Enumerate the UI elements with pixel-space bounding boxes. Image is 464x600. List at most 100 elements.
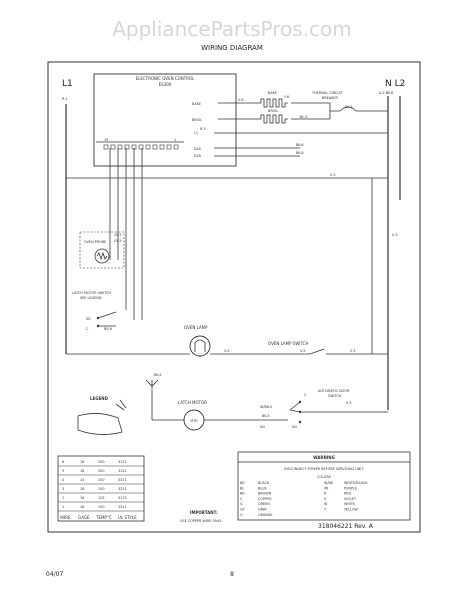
terminal-dlb-label: DLB: [194, 147, 201, 151]
thermal-breaker-label-line1: THERMAL CIRCUIT: [311, 91, 344, 95]
wire-table-cell: 150: [98, 505, 104, 509]
wire-table-cell: 2: [62, 496, 64, 500]
door-switch-node-no: [298, 420, 302, 424]
wire-label: V-3: [392, 233, 398, 237]
wire-table-cell: 3122: [118, 469, 127, 473]
wire-label: BK-6: [296, 143, 304, 147]
colors-table-cell: BR: [240, 492, 245, 496]
legend-latch-terminals: [115, 399, 127, 411]
thermal-breaker-label-line2: BREAKER: [322, 96, 339, 100]
wire-table-cell: 14: [80, 478, 84, 482]
colors-table-cell: VIOLET: [344, 497, 357, 501]
wire-label: C: [86, 327, 89, 331]
colors-table-cell: BK: [240, 481, 245, 485]
door-switch-contacts: [289, 401, 301, 413]
oven-lamp-label: OVEN LAMP: [184, 325, 208, 330]
colors-table-cell: GRAY: [258, 508, 268, 512]
wire-table-cell: 3321: [118, 478, 127, 482]
oven-lamp-switch-label: OVEN LAMP SWITCH: [268, 341, 308, 346]
diagram-title: WIRING DIAGRAM: [201, 44, 263, 52]
colors-table-cell: V: [324, 497, 327, 501]
control-title: ELECTRONIC OVEN CONTROL: [136, 76, 196, 81]
terminal-broil-label: BROIL: [192, 118, 202, 122]
warning-title: WARNING: [313, 455, 335, 460]
important-text: USE COPPER WIRE ONLY.: [180, 519, 222, 523]
wire-label: C: [304, 393, 307, 397]
wire-label: BK-5: [345, 105, 353, 109]
door-switch-label: AUTOMATIC DOOR SWITCH: [318, 389, 350, 398]
wire-label: NO: [260, 425, 266, 429]
control-pin: [166, 144, 172, 150]
colors-table-cell: R: [324, 492, 327, 496]
colors-table-cell: BROWN: [258, 492, 272, 496]
warning-box: [237, 451, 411, 521]
colors-table-cell: RED: [344, 492, 351, 496]
terminal-l1-label: L1: [194, 131, 198, 135]
control-pin: [152, 144, 158, 150]
oven-lamp: [189, 335, 211, 357]
control-model: ES300: [159, 82, 172, 87]
control-pin: [138, 144, 144, 150]
wire-label: Y-6: [284, 95, 289, 99]
watermark-text: AppliancePartsPros.com: [112, 17, 352, 41]
wire-label: R-1: [200, 127, 206, 131]
colors-table-cell: W: [324, 502, 328, 506]
diagram-frame: [47, 61, 421, 533]
door-switch-label-line2: SWITCH: [328, 394, 342, 398]
legend-label: LEGEND: [90, 396, 109, 401]
wire-table-header: WIRE: [60, 515, 71, 520]
broil-label: BROIL: [268, 109, 278, 113]
colors-table-cell: Y: [324, 508, 327, 512]
wire-label: V-5: [346, 401, 352, 405]
wire-table-cell: 150: [98, 487, 104, 491]
control-pin: [159, 144, 165, 150]
footer-page-number: 8: [230, 571, 234, 578]
control-pin-19-label: 19: [104, 138, 108, 142]
control-pin: [145, 144, 151, 150]
colors-table-cell: WHITE: [344, 502, 355, 506]
footer-date: 04/07: [46, 571, 63, 578]
wire-table-cell: 3: [62, 487, 64, 491]
oven-probe-label: OVEN PROBE: [84, 240, 106, 244]
wire-label: BL-5: [300, 115, 308, 119]
colors-table-cell: GY: [240, 508, 245, 512]
oven-probe-thermistor: [96, 251, 108, 261]
thermal-breaker-label: THERMAL CIRCUIT BREAKER: [311, 91, 344, 100]
wire-table-cell: 18: [80, 487, 84, 491]
bake-element: [258, 98, 288, 108]
oven-lamp-filament: [194, 339, 206, 352]
wire-table-cell: 200: [98, 460, 104, 464]
wire-table-cell: 16: [80, 460, 84, 464]
latch-switch-label-line2: SEE LEGEND: [80, 296, 102, 300]
wire-table-cell: 3122: [118, 460, 127, 464]
wire-label: GY-5: [114, 233, 122, 237]
wire-table-cell: 4: [62, 478, 64, 482]
colors-table-cell: YELLOW: [344, 508, 359, 512]
oven-lamp-switch: [309, 348, 325, 355]
wire-table-cell: 150: [98, 478, 104, 482]
wire-label: GY-5: [114, 239, 122, 243]
control-pin-row: [103, 144, 179, 150]
colors-table-cell: GREEN: [258, 502, 270, 506]
colors-table-cell: G: [240, 502, 243, 506]
oven-probe-box: [79, 231, 125, 269]
wire-table-cell: 3321: [118, 487, 127, 491]
terminal-dlb2-label: DLB: [194, 154, 201, 158]
wire-label: NC: [86, 317, 92, 321]
n-l2-wires-label: V-2 BK-6: [379, 91, 393, 95]
wire-table-cell: 18: [80, 469, 84, 473]
latch-switch-node-c: [96, 316, 100, 320]
l1-wire-label: R-1: [62, 97, 68, 101]
latch-switch-contacts: [97, 311, 117, 327]
wire-table-cell: 6: [62, 460, 64, 464]
colors-table-cell: ORANGE: [258, 513, 273, 517]
electronic-oven-control-box: [93, 73, 237, 167]
wire-table-cell: 18: [80, 505, 84, 509]
wire-table-cell: 200: [98, 469, 104, 473]
latch-motor-lead-fork: [145, 379, 159, 387]
latch-motor-symbol-label: MTR: [190, 419, 198, 423]
control-pin: [103, 144, 109, 150]
wire-table-cell: 3321: [118, 505, 127, 509]
wire-label: V-3: [330, 173, 336, 177]
